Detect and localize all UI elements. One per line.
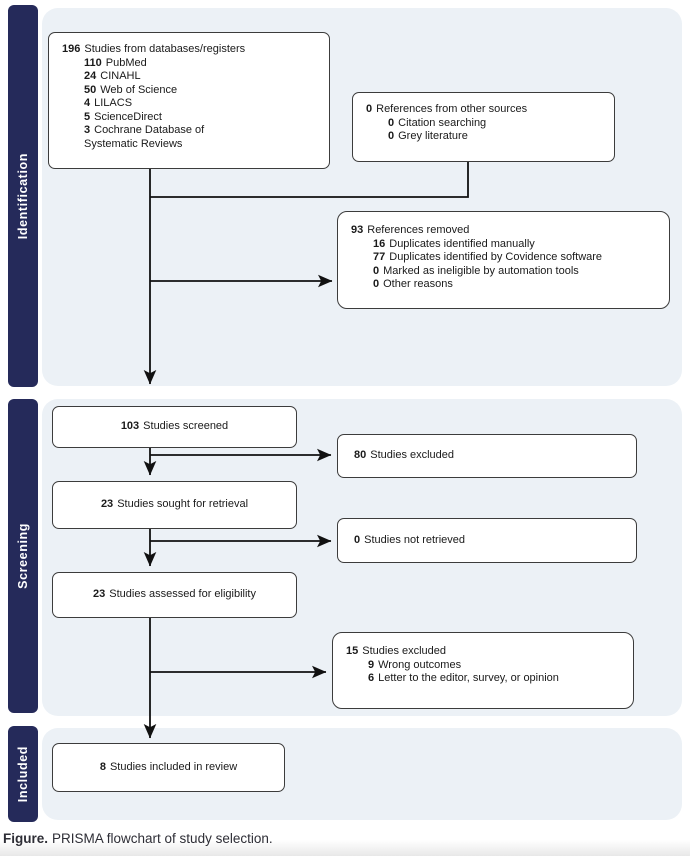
screening-label: Screening [16, 523, 30, 589]
caption-label: Figure. [3, 831, 49, 846]
identification-label: Identification [16, 152, 30, 240]
figure-caption: Figure.PRISMA flowchart of study selecti… [3, 831, 273, 846]
included-label: Included [16, 745, 30, 803]
caption-text: PRISMA flowchart of study selection. [52, 831, 273, 846]
page-bottom-fade [0, 840, 690, 856]
box-line: Systematic Reviews [84, 137, 183, 150]
included-sidebar: Included [8, 726, 38, 822]
identification-sidebar: Identification [8, 5, 38, 387]
screening-sidebar: Screening [8, 399, 38, 713]
